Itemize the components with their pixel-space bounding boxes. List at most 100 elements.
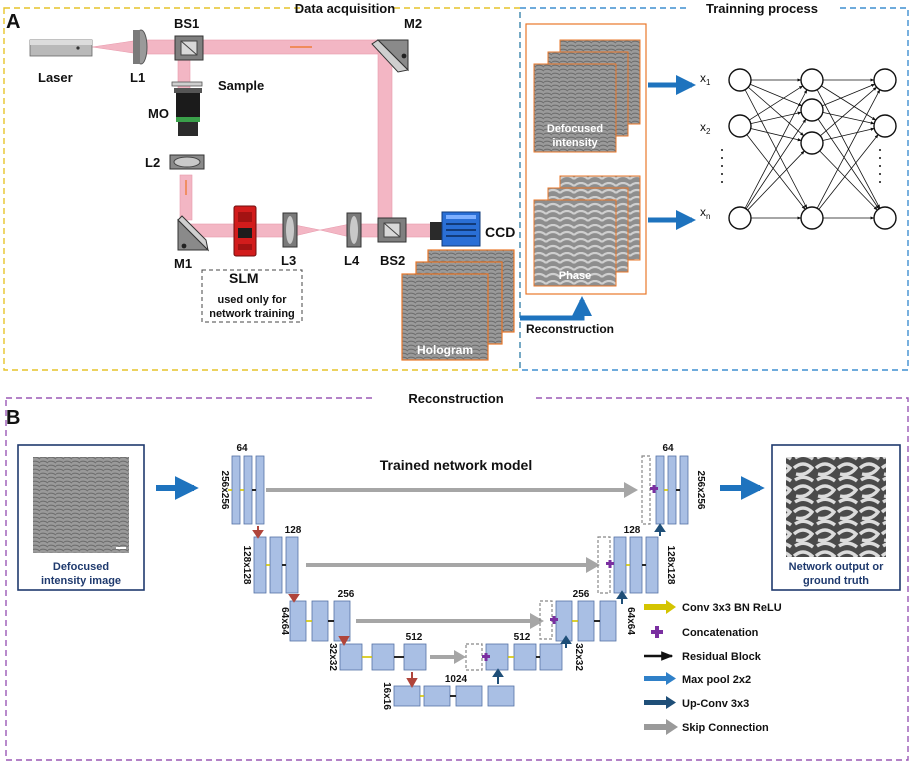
lens-l2-icon [169, 154, 205, 170]
hologram-label: Hologram [417, 343, 473, 357]
slm-device-icon [233, 205, 257, 257]
hidden2-edge-1-1 [822, 111, 875, 125]
model-title: Trained network model [380, 457, 532, 473]
data-acquisition-title: Data acquisition [295, 1, 395, 16]
hidden2-edge-1-0 [822, 83, 876, 107]
legend-upconv-swatch [644, 700, 666, 705]
hidden2-edge-1-2 [817, 118, 880, 210]
size-16: 16x16 [381, 682, 392, 710]
phase-label: Phase [559, 270, 591, 282]
mirror-m2-icon [371, 39, 410, 73]
legend-maxpool-arrowhead [666, 672, 676, 685]
channel-256-left: 256 [338, 589, 355, 600]
size-256-right: 256x256 [695, 471, 706, 510]
microscope-objective-icon [174, 88, 202, 136]
hidden1-edge-1-3 [746, 134, 806, 210]
size-128-left: 128x128 [241, 546, 252, 585]
legend-skip-swatch [644, 724, 666, 730]
network-output-image [786, 457, 886, 557]
encoder-level4 [339, 643, 427, 671]
decoder-level3 [555, 600, 617, 642]
l1-label: L1 [130, 70, 145, 85]
input-image-frame [17, 444, 145, 591]
output-node-1 [873, 68, 897, 92]
panel-a-letter: A [6, 11, 20, 33]
output-node-2 [873, 114, 897, 138]
lens-l3-icon [282, 212, 298, 248]
size-128-right: 128x128 [665, 546, 676, 585]
size-256-left: 256x256 [219, 471, 230, 510]
size-32-left: 32x32 [327, 643, 338, 671]
channel-128-left: 128 [285, 525, 302, 536]
hidden2-edge-2-0 [820, 86, 877, 137]
hidden2-edge-3-0 [816, 89, 881, 209]
network-ellipsis-dots [721, 149, 881, 183]
network-edges [744, 78, 881, 220]
hidden2-edge-2-1 [822, 127, 875, 141]
beam-splitter-bs1-icon [174, 35, 204, 61]
m2-label: M2 [404, 16, 422, 31]
input-xn: xn [700, 205, 710, 221]
input-caption-2: intensity image [41, 575, 121, 587]
hidden1-edge-1-0 [749, 85, 804, 121]
defocused-intensity-image [33, 457, 129, 553]
maxpool-arrows [252, 526, 418, 689]
legend-skip-label: Skip Connection [682, 722, 769, 734]
panel-b-letter: B [6, 407, 20, 429]
encoder-level1 [231, 455, 265, 525]
unet-diagram: 64 128 256 512 1024 512 256 128 64 256x2… [219, 443, 706, 710]
panel-b-title: Reconstruction [408, 391, 503, 406]
mirror-m1-icon [177, 215, 210, 252]
l4-label: L4 [344, 253, 360, 268]
defocused-label-2: intensity [552, 137, 598, 149]
hidden1-edge-2-0 [744, 89, 808, 209]
training-title-bg [686, 0, 836, 16]
legend-maxpool-swatch [644, 676, 666, 681]
size-64-right: 64x64 [625, 607, 636, 635]
l3-label: L3 [281, 253, 296, 268]
upconv-arrows [492, 523, 666, 684]
hidden1-edge-2-2 [747, 150, 805, 211]
hidden1-edge-2-1 [745, 118, 807, 210]
conv-arrows [228, 489, 668, 697]
size-labels: 256x256 128x128 64x64 32x32 16x16 32x32 … [219, 471, 706, 711]
hidden1-edge-1-2 [750, 128, 802, 142]
hidden1-edge-0-1 [750, 83, 803, 107]
hidden-node-3 [800, 131, 824, 155]
encoder-level3 [289, 600, 351, 642]
size-64-left: 64x64 [279, 607, 290, 635]
ccd-label: CCD [485, 224, 515, 240]
legend-conv-arrowhead [666, 600, 676, 614]
legend-upconv-label: Up-Conv 3x3 [682, 698, 749, 710]
panel-b: Reconstruction B Defocused intensity ima… [5, 390, 909, 761]
input-node-1 [728, 68, 752, 92]
legend-concat-v [655, 626, 659, 638]
skip-arrowheads [454, 482, 638, 664]
decoder-level1 [655, 455, 689, 525]
hidden-node-4 [800, 206, 824, 230]
reconstruction-label: Reconstruction [526, 322, 614, 336]
legend-skip-arrowhead [666, 719, 678, 735]
input-x1: x1 [700, 71, 711, 87]
channel-512-left: 512 [406, 632, 423, 643]
legend-upconv-arrowhead [666, 696, 676, 709]
defocused-intensity-stack [533, 39, 641, 153]
data-acquisition-title-bg [300, 0, 390, 16]
phase-stack [533, 175, 641, 287]
hidden-node-2 [800, 98, 824, 122]
lens-l4-icon [346, 212, 362, 248]
hidden-node-1 [800, 68, 824, 92]
hidden1-edge-0-2 [748, 86, 805, 137]
channel-256-right: 256 [573, 589, 590, 600]
channel-labels: 64 128 256 512 1024 512 256 128 64 [236, 443, 674, 685]
bs1-label: BS1 [174, 16, 199, 31]
legend-concat-label: Concatenation [682, 627, 759, 639]
laser-icon [29, 39, 93, 57]
bottleneck [393, 685, 515, 707]
hologram-stack [401, 249, 515, 361]
encoder-level2 [253, 536, 299, 594]
sample-label: Sample [218, 78, 264, 93]
decoder-level2 [613, 536, 659, 594]
slm-note-line1: used only for [217, 294, 287, 306]
input-node-3 [728, 206, 752, 230]
